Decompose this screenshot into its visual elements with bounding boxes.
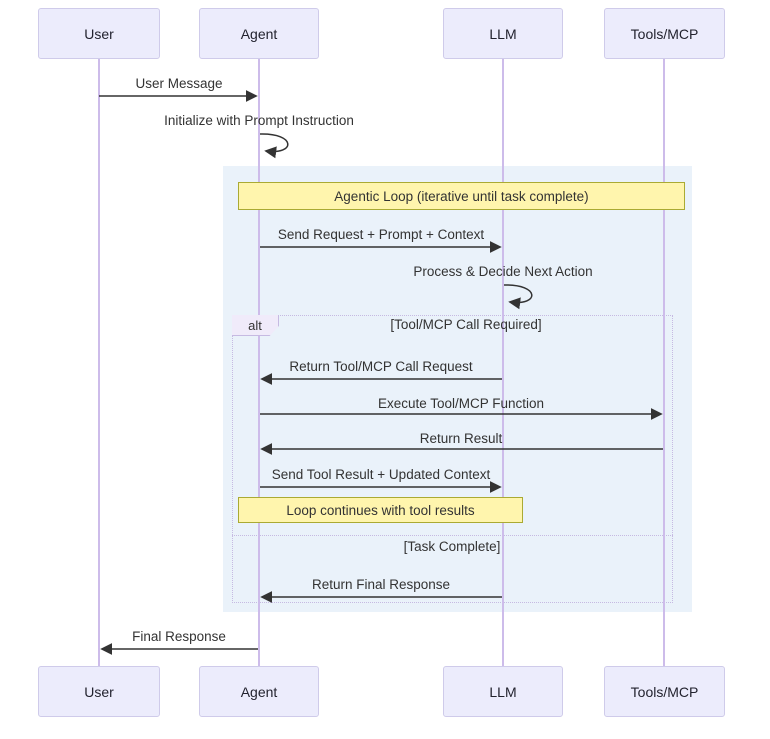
message-label-send-tool-result: Send Tool Result + Updated Context [271, 467, 491, 482]
actor-bottom-agent: Agent [199, 666, 319, 717]
message-label-execute-tool: Execute Tool/MCP Function [377, 396, 545, 411]
actor-top-agent: Agent [199, 8, 319, 59]
actor-bottom-user: User [38, 666, 160, 717]
agentic-loop-highlight-region [223, 166, 692, 612]
message-label-send-request: Send Request + Prompt + Context [277, 227, 485, 242]
actor-top-tools: Tools/MCP [604, 8, 725, 59]
message-arrows [99, 90, 663, 655]
message-label-return-tool-call: Return Tool/MCP Call Request [289, 359, 473, 374]
message-label-return-result: Return Result [419, 431, 503, 446]
lifelines [98, 59, 665, 666]
actor-bottom-tools: Tools/MCP [604, 666, 725, 717]
actor-top-user: User [38, 8, 160, 59]
alt-frame-label: alt [232, 315, 279, 336]
actor-bottom-llm: LLM [443, 666, 563, 717]
guard-tool-call-required: [Tool/MCP Call Required] [390, 317, 542, 332]
message-label-final-response: Final Response [132, 629, 226, 644]
alt-frame [232, 315, 673, 603]
actor-top-llm: LLM [443, 8, 563, 59]
guard-task-complete: [Task Complete] [403, 539, 501, 554]
arrow-initialize-self-loop [259, 133, 289, 159]
message-label-process-decide: Process & Decide Next Action [413, 264, 593, 279]
message-label-user-message: User Message [135, 76, 223, 91]
message-label-initialize: Initialize with Prompt Instruction [164, 113, 354, 128]
message-label-return-final: Return Final Response [311, 577, 451, 592]
arrow-process-self-loop [503, 284, 533, 310]
alt-frame-divider [232, 535, 673, 536]
note-agentic-loop: Agentic Loop (iterative until task compl… [238, 182, 685, 210]
note-loop-continues: Loop continues with tool results [238, 497, 523, 523]
